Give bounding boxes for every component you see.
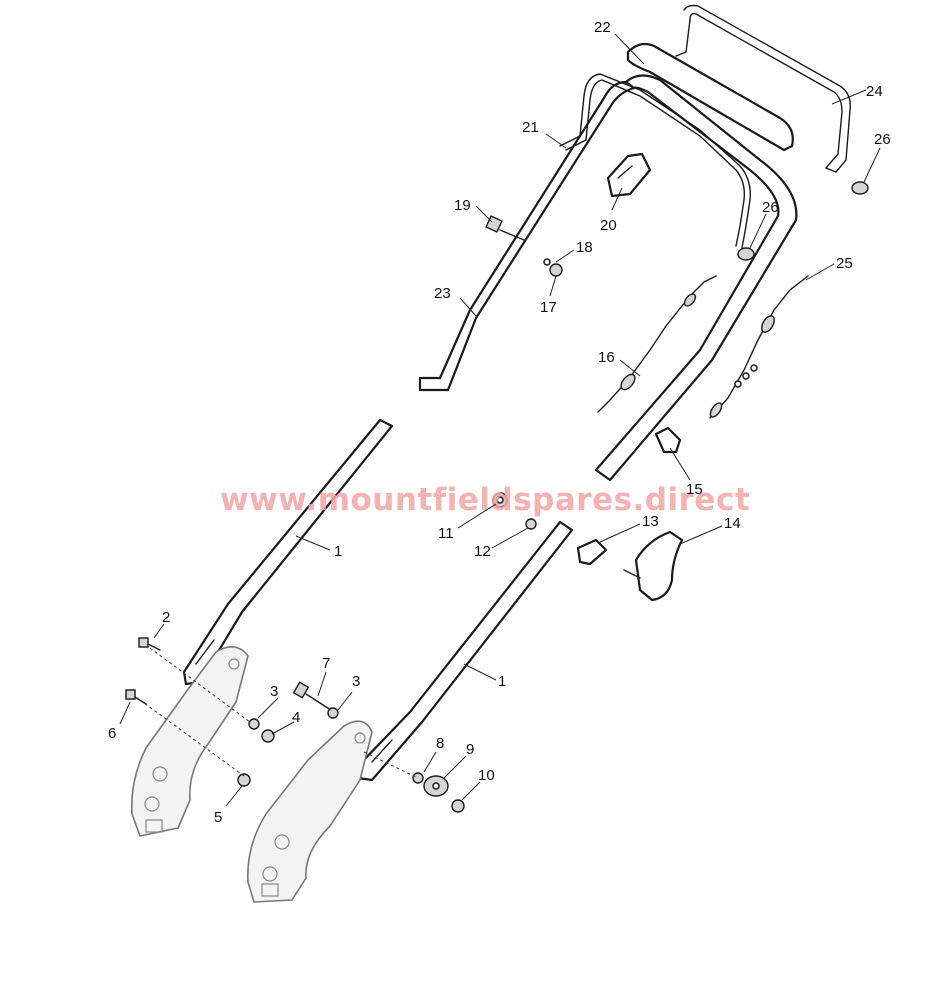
bail-bar [559, 73, 751, 249]
leader-lines [119, 33, 881, 807]
bolt-2 [138, 637, 161, 651]
callout-6: 6 [108, 725, 116, 742]
callout-13: 13 [642, 513, 659, 530]
callout-9: 9 [466, 741, 474, 758]
callout-5: 5 [214, 809, 222, 826]
nuts-11-12 [492, 492, 537, 530]
cable-16 [597, 275, 717, 413]
callout-16: 16 [598, 349, 615, 366]
assembly-line-left [149, 647, 251, 723]
lower-tube-left [182, 418, 394, 686]
callout-7: 7 [322, 655, 330, 672]
watermark: www.mountfieldspares.direct [220, 482, 750, 518]
bolt-7 [292, 681, 335, 713]
clip-15 [654, 426, 682, 454]
callout-24: 24 [866, 83, 883, 100]
bracket-left [130, 646, 249, 837]
bracket-right [247, 720, 373, 903]
callout-2: 2 [162, 609, 170, 626]
callout-18: 18 [576, 239, 593, 256]
callout-11: 11 [438, 525, 454, 542]
callout-21: 21 [522, 119, 539, 136]
upper-handle-frame [418, 74, 798, 482]
callout-20: 20 [600, 217, 617, 234]
washers-8-9-10 [412, 772, 465, 813]
top-control-bar [626, 4, 851, 173]
callout-numbers: 22 24 26 21 19 20 26 18 25 17 23 16 15 1… [108, 19, 891, 826]
callout-3-left: 3 [270, 683, 278, 700]
callout-12: 12 [474, 543, 491, 560]
callout-15: 15 [686, 481, 703, 498]
callout-1-right: 1 [498, 673, 506, 690]
callout-4: 4 [292, 709, 300, 726]
callout-3-right: 3 [352, 673, 360, 690]
callout-8: 8 [436, 735, 444, 752]
washer-18-nut-17 [543, 258, 563, 277]
callout-22: 22 [594, 19, 611, 36]
assembly-line-right [363, 751, 419, 779]
lower-tube-right [356, 520, 574, 782]
cable-25 [709, 275, 809, 419]
nuts-3-4-5 [237, 707, 339, 787]
callout-19: 19 [454, 197, 471, 214]
handle-clip-part-20 [606, 152, 652, 198]
lever-13-14 [576, 530, 684, 602]
callout-17: 17 [540, 299, 557, 316]
callout-1-left: 1 [334, 543, 342, 560]
callout-23: 23 [434, 285, 451, 302]
end-caps-26 [737, 181, 869, 261]
bolt-6 [125, 689, 147, 705]
callout-10: 10 [478, 767, 495, 784]
callout-26-mid: 26 [762, 199, 779, 216]
callout-25: 25 [836, 255, 853, 272]
callout-14: 14 [724, 515, 741, 532]
callout-26-top: 26 [874, 131, 891, 148]
